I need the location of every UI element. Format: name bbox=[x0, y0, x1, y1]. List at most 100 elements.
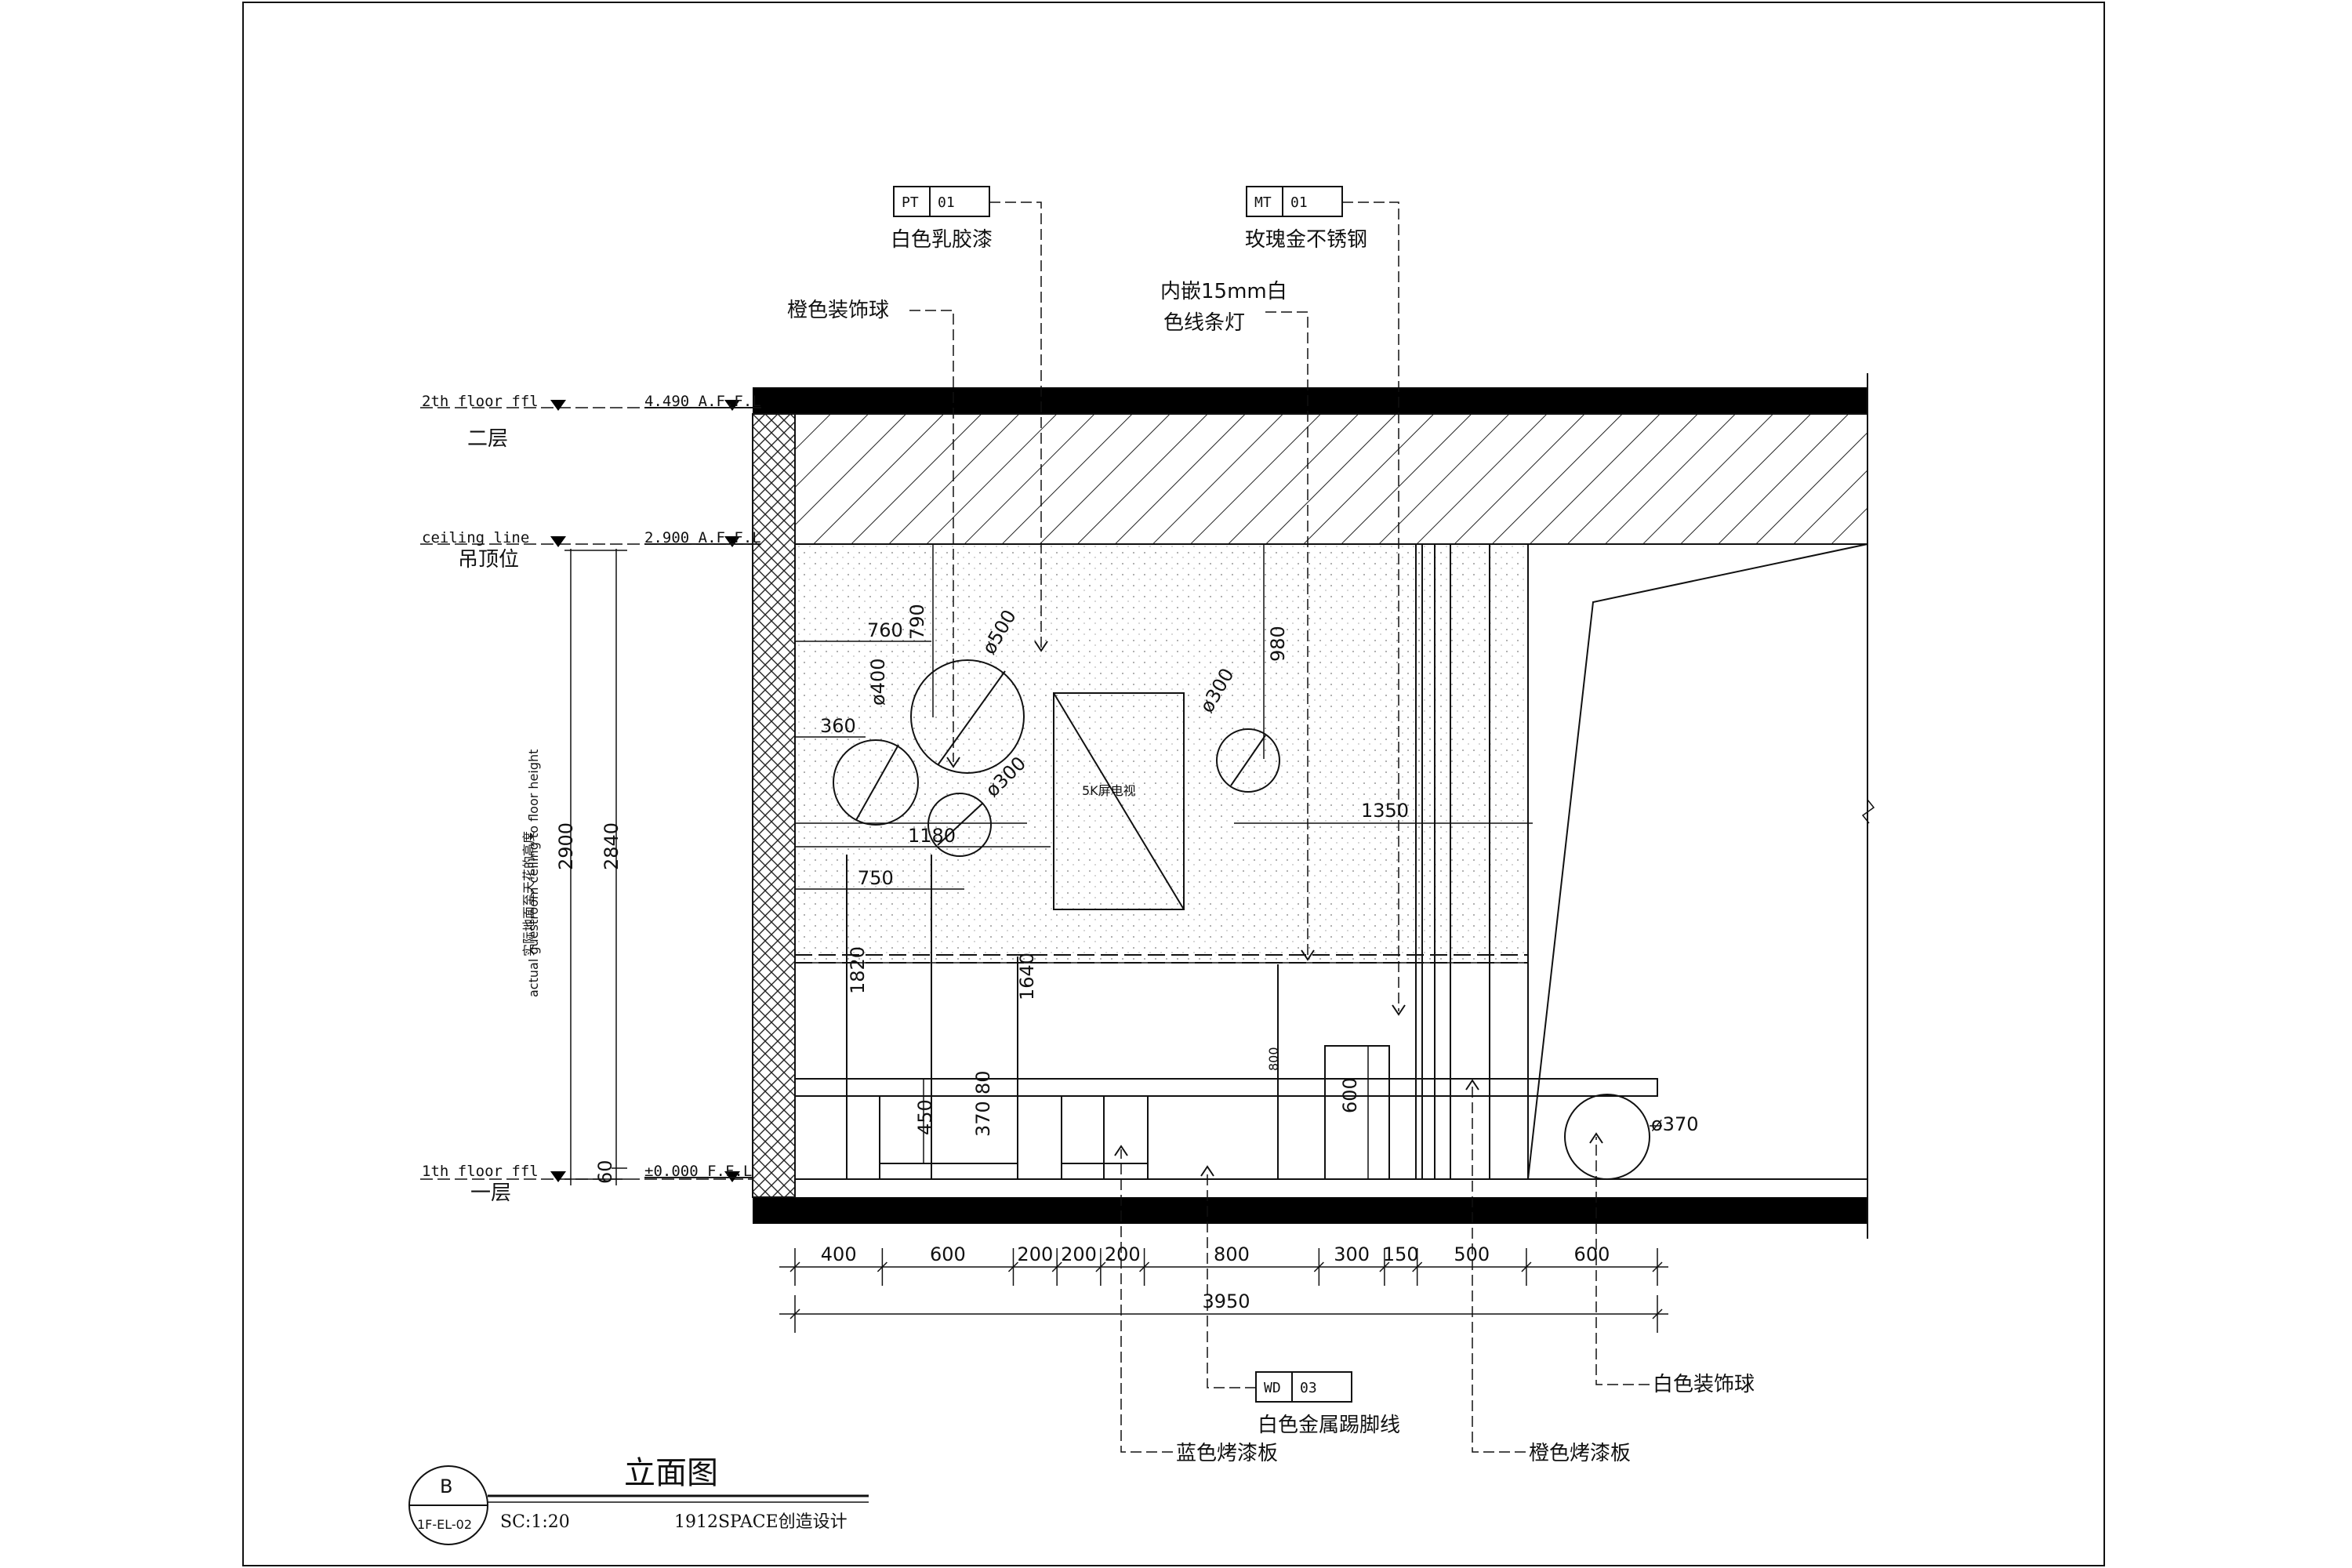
callout-orange-board: 橙色烤漆板 bbox=[1529, 1442, 1631, 1465]
svg-text:01: 01 bbox=[938, 194, 955, 211]
dim-370-dia: ø370 bbox=[1651, 1113, 1699, 1135]
bubble-letter: B bbox=[440, 1475, 452, 1497]
drawing-scale: SC:1:20 bbox=[500, 1512, 570, 1532]
bottom-dim-tick bbox=[1007, 1261, 1019, 1272]
level-ceiling-value: 2.900 A.F.F.L bbox=[644, 529, 761, 546]
leader-pt01-arrow bbox=[1034, 641, 1048, 652]
leader-mt01-arrow bbox=[1392, 1004, 1406, 1016]
tv-screen bbox=[1053, 692, 1185, 910]
leader-wd03 bbox=[1207, 1170, 1256, 1388]
material-tag-mt01: MT 01 玫瑰金不锈钢 bbox=[1245, 186, 1367, 252]
vertical-note-en: actual guestroom ceiling to floor height bbox=[526, 750, 541, 997]
leader-blue-board bbox=[1120, 1149, 1173, 1453]
level-triangles bbox=[550, 400, 740, 1182]
dim-600-vertical: 600 bbox=[1339, 1077, 1361, 1113]
bottom-dim-label: 200 bbox=[1105, 1243, 1141, 1265]
leader-orange-ball-arrow bbox=[946, 757, 960, 768]
left-wall-crosshatch bbox=[752, 413, 796, 1198]
total-dim-tick bbox=[789, 1308, 800, 1319]
leader-blue-board-arrow bbox=[1114, 1145, 1128, 1156]
callout-strip-light-1: 内嵌15mm白 bbox=[1160, 280, 1287, 303]
angled-wall bbox=[1527, 543, 1868, 1180]
bottom-dim-tick bbox=[1095, 1261, 1106, 1272]
dim-450: 450 bbox=[914, 1099, 936, 1135]
bottom-dim-tick bbox=[1139, 1261, 1150, 1272]
height-dimension-lines bbox=[564, 549, 627, 1185]
internal-dimension-lines bbox=[795, 544, 1662, 1179]
level-lines bbox=[420, 407, 753, 1180]
leader-white-ball-arrow bbox=[1589, 1132, 1603, 1144]
material-tag-wd03: WD 03 白色金属踢脚线 bbox=[1255, 1371, 1400, 1437]
total-dim-label: 3950 bbox=[1202, 1290, 1250, 1312]
svg-text:PT: PT bbox=[902, 194, 919, 211]
material-wd03-name: 白色金属踢脚线 bbox=[1258, 1414, 1400, 1437]
leader-orange-board bbox=[1472, 1083, 1526, 1453]
leader-pt01 bbox=[989, 201, 1042, 648]
bottom-dim-tick bbox=[1521, 1261, 1532, 1272]
drawing-name: 立面图 bbox=[624, 1455, 718, 1491]
bottom-dim-tick bbox=[1379, 1261, 1390, 1272]
leader-white-ball bbox=[1595, 1137, 1650, 1385]
callout-blue-board: 蓝色烤漆板 bbox=[1176, 1442, 1278, 1465]
tv-label: 5K屏电视 bbox=[1082, 783, 1136, 798]
bubble-code: 1F-EL-02 bbox=[417, 1517, 472, 1532]
leader-strip-light-arrow bbox=[1301, 949, 1315, 961]
ball-300-small bbox=[927, 793, 992, 857]
callout-strip-light-2: 色线条灯 bbox=[1163, 311, 1245, 335]
leader-strip-light bbox=[1265, 311, 1308, 955]
dotted-wall-panel bbox=[794, 543, 1529, 964]
upper-floor-slab bbox=[753, 387, 1867, 414]
dim-760: 760 bbox=[867, 619, 903, 641]
bottom-dim-tick bbox=[1051, 1261, 1062, 1272]
leader-mt01 bbox=[1342, 201, 1399, 1011]
bottom-dim-label: 800 bbox=[1214, 1243, 1250, 1265]
ceiling-void-hatch bbox=[794, 413, 1868, 545]
sheet-border bbox=[242, 2, 2105, 1566]
dim-1820: 1820 bbox=[847, 946, 869, 994]
bottom-dim-label: 200 bbox=[1017, 1243, 1053, 1265]
level-1f-value: ±0.000 F.F.L bbox=[644, 1163, 752, 1180]
dim-800-vertical: 800 bbox=[1266, 1047, 1281, 1071]
bottom-dim-tick bbox=[1313, 1261, 1324, 1272]
dim-80: 80 bbox=[972, 1070, 994, 1094]
decorative-balls bbox=[833, 659, 1650, 1180]
dim-370: 370 bbox=[972, 1101, 994, 1137]
level-2f-value: 4.490 A.F.F.L bbox=[644, 393, 761, 410]
ball-300-right bbox=[1216, 728, 1280, 793]
leader-wd03-arrow bbox=[1200, 1165, 1214, 1177]
callout-orange-ball: 橙色装饰球 bbox=[787, 299, 889, 322]
material-mt01-name: 玫瑰金不锈钢 bbox=[1245, 228, 1367, 252]
firm-name: 1912SPACE创造设计 bbox=[674, 1512, 848, 1532]
bottom-dim-label: 500 bbox=[1454, 1243, 1490, 1265]
dim-980: 980 bbox=[1267, 626, 1289, 662]
level-ceiling-cn: 吊顶位 bbox=[458, 548, 519, 572]
vertical-note-cn: 实际地面至天花的高度 bbox=[521, 831, 536, 956]
level-2f-cn: 二层 bbox=[467, 427, 508, 451]
level-1f-label: 1th floor ffl bbox=[422, 1163, 539, 1180]
ball-400 bbox=[833, 739, 919, 826]
bottom-dim-label: 400 bbox=[821, 1243, 857, 1265]
dim-790: 790 bbox=[906, 604, 928, 640]
level-ceiling-label: ceiling line bbox=[422, 529, 529, 546]
bottom-dim-label: 150 bbox=[1383, 1243, 1419, 1265]
bottom-dim-tick bbox=[877, 1261, 887, 1272]
leader-orange-ball bbox=[909, 310, 954, 762]
dim-1350: 1350 bbox=[1361, 800, 1409, 822]
svg-text:01: 01 bbox=[1290, 194, 1308, 211]
break-mark bbox=[1861, 799, 1875, 824]
dim-400-dia: ø400 bbox=[867, 659, 889, 706]
dim-2900: 2900 bbox=[555, 822, 577, 870]
rose-gold-strips bbox=[1415, 544, 1529, 1179]
callout-white-ball: 白色装饰球 bbox=[1653, 1373, 1755, 1396]
tv-diagonal bbox=[1053, 692, 1185, 910]
dim-1180: 1180 bbox=[908, 825, 956, 847]
svg-text:03: 03 bbox=[1300, 1380, 1317, 1396]
bottom-dim-tick bbox=[1652, 1261, 1663, 1272]
dim-2840: 2840 bbox=[601, 822, 622, 870]
bottom-dim-label: 600 bbox=[930, 1243, 966, 1265]
bottom-dim-label: 600 bbox=[1574, 1243, 1610, 1265]
dim-1640: 1640 bbox=[1016, 953, 1038, 1000]
leader-orange-board-arrow bbox=[1465, 1079, 1479, 1091]
